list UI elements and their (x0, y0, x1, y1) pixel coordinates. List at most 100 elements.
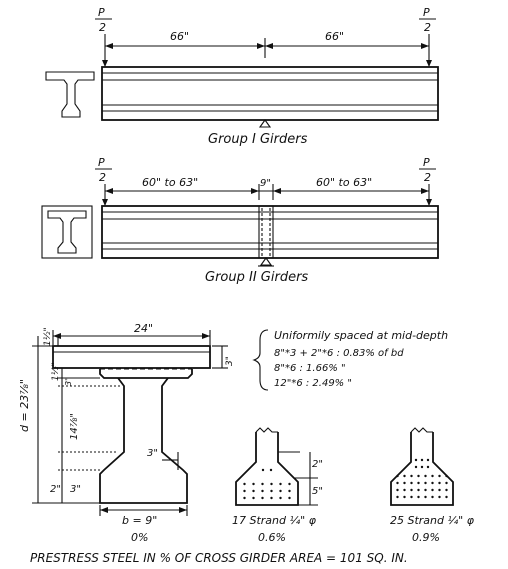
g2-load-right-p: P (423, 156, 430, 169)
g2-load-right-den: 2 (424, 171, 431, 184)
strand-dot (424, 495, 427, 499)
strand-dot (414, 465, 418, 469)
strand-dot (417, 474, 420, 478)
g2-span-left-label: 60" to 63" (142, 176, 198, 189)
strand-dot (431, 474, 434, 478)
strand-dot (261, 489, 264, 493)
top-dim-label: 1½" (43, 327, 53, 346)
strand-dot (410, 481, 413, 485)
strand-dot (252, 482, 255, 486)
flange-depth-label: 3" (225, 356, 235, 366)
strand-dot (243, 489, 246, 493)
bottom-b-label: 3" (70, 484, 81, 495)
strand-dot (261, 496, 264, 500)
strand-dot (438, 481, 441, 485)
strand-b-label: 25 Strand ¼" φ (390, 514, 475, 527)
reinforcement-notes: Uniformily spaced at mid-depth 8"*3 + 2"… (252, 329, 448, 391)
strand-dot (414, 458, 418, 462)
zero-percent-label: 0% (131, 531, 148, 544)
strand-dot (252, 489, 255, 493)
group-2-caption: Group II Girders (205, 270, 308, 285)
strand-dot (261, 482, 264, 486)
span-left-label: 66" (170, 30, 189, 43)
strand-dot (270, 496, 273, 500)
strand-dot (403, 488, 406, 492)
strand-dot (403, 495, 406, 499)
load-right-den: 2 (424, 21, 431, 34)
strand-dot (279, 489, 282, 493)
web-width-label: b = 9" (122, 514, 157, 527)
strand-a-pct: 0.6% (258, 531, 286, 544)
load-right-p: P (423, 6, 430, 19)
strand-dot (270, 489, 273, 493)
reinforcement-line-2: 8"*6 : 1.66% " (274, 363, 346, 374)
strand-dot (438, 474, 441, 478)
g2-span-right-label: 60" to 63" (316, 176, 372, 189)
strand-dot (431, 488, 434, 492)
strand-dot (420, 458, 424, 462)
strand-dot (403, 481, 406, 485)
strand-dot (420, 465, 424, 469)
strand-section-b: 25 Strand ¼" φ 0.9% (390, 427, 475, 544)
strand-a-dots (243, 468, 291, 500)
web-height-label: 14⅞" (69, 413, 80, 440)
fillet-top2-label: 3" (64, 377, 73, 386)
strand-dot (243, 482, 246, 486)
bulb-dim-label: 3" (147, 448, 158, 459)
reinforcement-header: Uniformily spaced at mid-depth (274, 329, 448, 342)
strand-dot (445, 495, 448, 499)
g2-gap-label: 9" (260, 178, 271, 189)
strand-a-label: 17 Strand ¼" φ (232, 514, 317, 527)
strand-dot (445, 474, 448, 478)
strand-dot (431, 495, 434, 499)
strand-dot (261, 468, 265, 472)
reinforcement-line-3: 12"*6 : 2.49% " (274, 378, 352, 389)
strand-dot (243, 496, 246, 500)
fillet-top-label: 1½" (51, 362, 61, 381)
strand-a-dim-bot: 5" (312, 486, 323, 497)
load-left-den: 2 (99, 21, 106, 34)
strand-dot (438, 495, 441, 499)
strand-dot (417, 481, 420, 485)
strand-dot (288, 496, 291, 500)
group-1-caption: Group I Girders (208, 132, 308, 147)
strand-dot (410, 474, 413, 478)
strand-dot (403, 474, 406, 478)
strand-dot (426, 458, 430, 462)
strand-dot (279, 496, 282, 500)
strand-dot (410, 488, 413, 492)
footer-caption: PRESTRESS STEEL IN % OF CROSS GIRDER ARE… (30, 551, 408, 565)
strand-dot (396, 495, 399, 499)
strand-b-dots (396, 458, 448, 499)
group-2-girder: P 2 P 2 60" to 63" 9" 60" to 63" (41, 156, 439, 285)
strand-dot (424, 481, 427, 485)
bottom-a-label: 2" (50, 484, 61, 495)
strand-dot (288, 489, 291, 493)
strand-dot (426, 465, 430, 469)
strand-dot (396, 474, 399, 478)
strand-a-dim-top: 2" (312, 459, 323, 470)
load-left-p: P (98, 6, 105, 19)
flange-width-label: 24" (134, 322, 153, 335)
span-right-label: 66" (325, 30, 344, 43)
strand-dot (438, 488, 441, 492)
strand-dot (445, 481, 448, 485)
group-1-girder: P 2 P 2 66" 66" Group I Girders (45, 6, 439, 147)
strand-section-a: 2" 5" 17 Strand ¼" φ 0.6% (232, 427, 323, 544)
strand-dot (269, 468, 273, 472)
strand-dot (252, 496, 255, 500)
strand-dot (410, 495, 413, 499)
cross-section: 24" d = 23⅞" 1½" 1½" 3" 14⅞" 2" 3" 3" (18, 322, 235, 544)
strand-dot (424, 488, 427, 492)
strand-dot (417, 488, 420, 492)
g2-load-left-p: P (98, 156, 105, 169)
strand-dot (396, 488, 399, 492)
strand-b-pct: 0.9% (412, 531, 440, 544)
depth-total-label: d = 23⅞" (18, 379, 31, 432)
strand-dot (396, 481, 399, 485)
strand-dot (279, 482, 282, 486)
strand-dot (431, 481, 434, 485)
strand-dot (424, 474, 427, 478)
reinforcement-line-1: 8"*3 + 2"*6 : 0.83% of bd (274, 348, 404, 359)
